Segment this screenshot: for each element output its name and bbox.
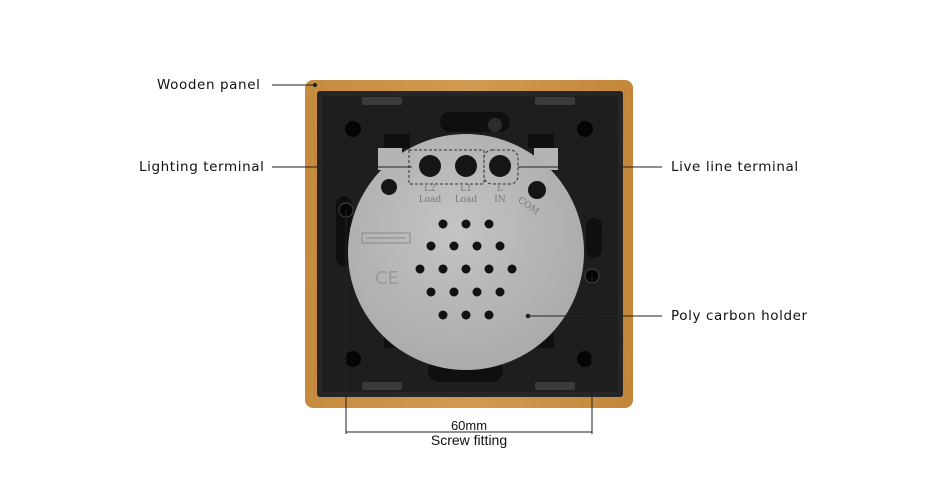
ventilation-holes <box>415 219 517 320</box>
label-live-line-terminal: Live line terminal <box>671 159 799 175</box>
terminals <box>381 155 546 199</box>
terminal-l1 <box>455 155 477 177</box>
ce-mark: CE <box>375 268 399 289</box>
dimension-lines <box>345 210 593 434</box>
mark-l: L <box>497 184 503 194</box>
mark-l1-load: Load <box>455 195 478 205</box>
corner-screw-holes <box>345 121 593 367</box>
mark-l1: L1 <box>460 184 472 194</box>
terminal-l2 <box>419 155 441 177</box>
dimension-caption: Screw fitting <box>430 432 508 448</box>
label-poly-carbon-holder: Poly carbon holder <box>671 308 808 324</box>
poly-carbon-holder <box>348 134 584 370</box>
terminal-l <box>489 155 511 177</box>
mark-l2: L2 <box>424 184 436 194</box>
label-wooden-panel: Wooden panel <box>157 77 261 93</box>
mark-in: IN <box>494 195 506 205</box>
ruler-mark <box>361 232 411 244</box>
dimension-value: 60mm <box>450 418 488 433</box>
mark-l2-load: Load <box>419 195 442 205</box>
callout-lines <box>272 82 662 319</box>
label-lighting-terminal: Lighting terminal <box>139 159 265 175</box>
